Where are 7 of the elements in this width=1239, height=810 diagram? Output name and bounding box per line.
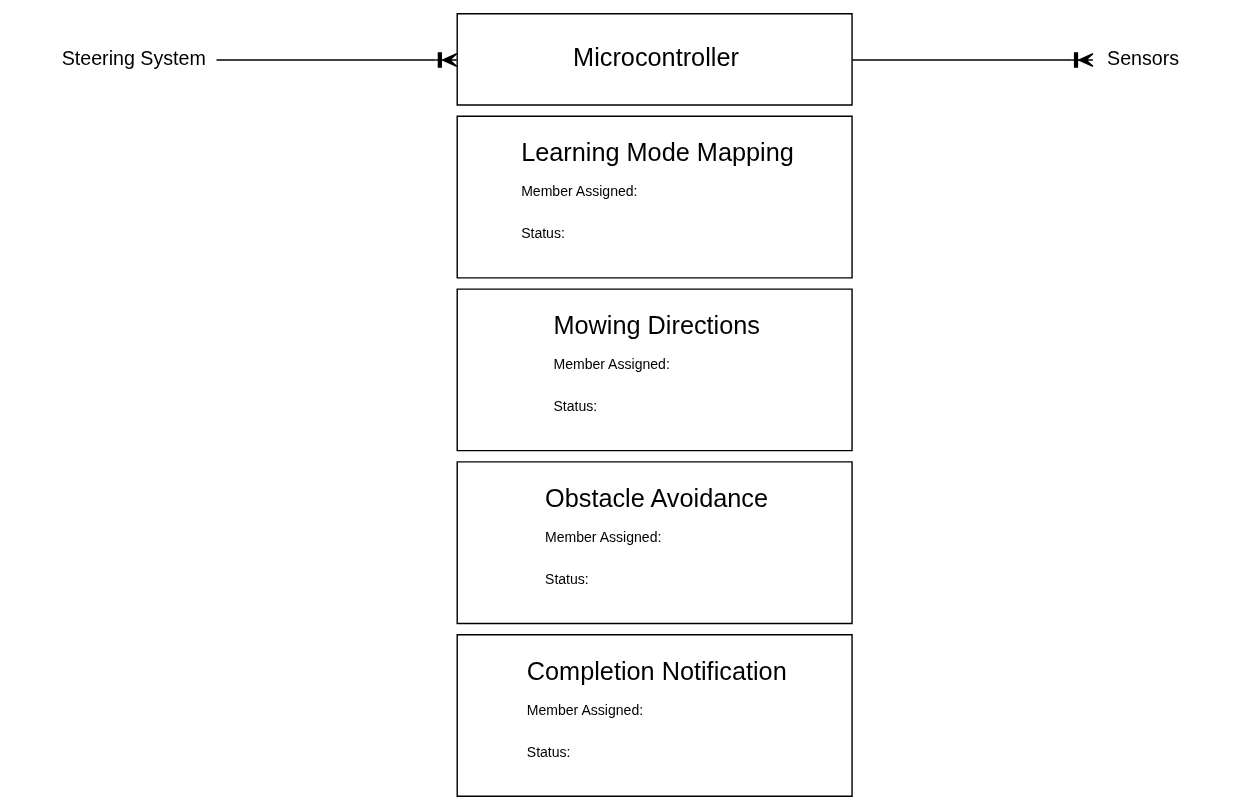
node-box: Learning Mode Mapping Member Assigned: Status: <box>456 115 853 279</box>
node-text: Sensors <box>1107 47 1180 70</box>
node-text: Steering System <box>61 47 206 70</box>
node-box: Obstacle Avoidance Member Assigned: Status: <box>456 461 853 625</box>
node-box: Mowing Directions Member Assigned: Status: <box>456 288 853 452</box>
node-box: Completion Notification Member Assigned: Status: <box>456 634 853 798</box>
node-box: Microcontroller <box>456 12 853 106</box>
